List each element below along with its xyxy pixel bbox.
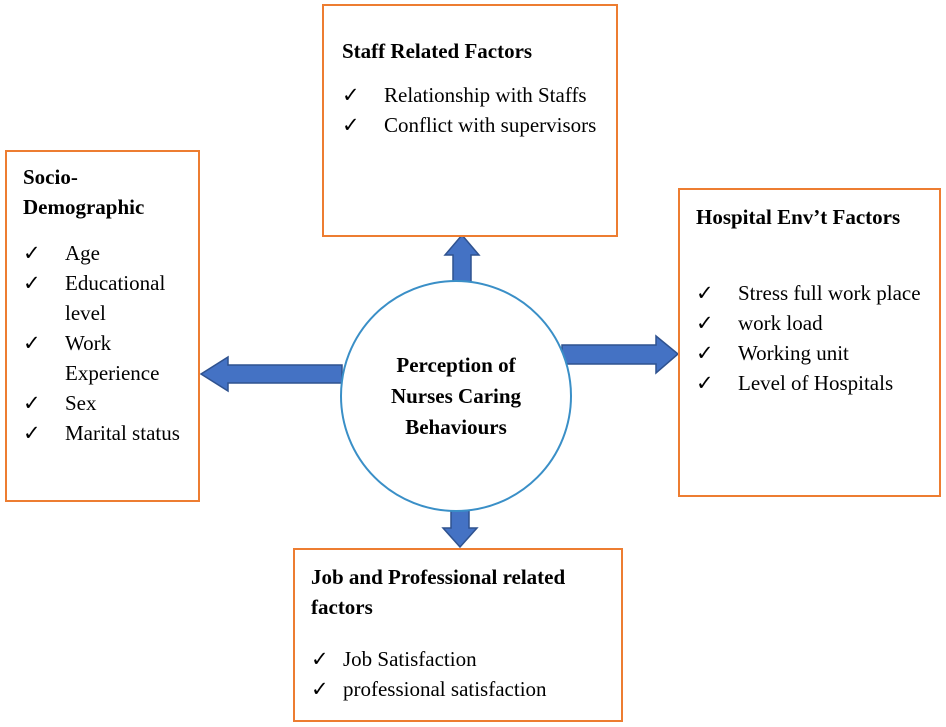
check-mark-icon: ✓ [696,281,714,305]
hospital-environment-factors-box: Hospital Env’t Factors ✓Stress full work… [678,188,941,497]
job-box-title: Job and Professional related factors [311,565,566,619]
check-mark-icon: ✓ [23,331,41,355]
staff-related-factors-box: Staff Related Factors ✓Relationship with… [322,4,618,237]
list-item: ✓Level of Hospitals [696,368,936,398]
list-item: ✓Relationship with Staffs [342,80,612,110]
list-item: ✓work load [696,308,936,338]
list-item: ✓Sex [23,388,193,418]
hospital-box-title: Hospital Env’t Factors [696,205,901,229]
list-item: ✓Work Experience [23,328,193,388]
socio-demographic-box: Socio-Demographic ✓Age ✓Educational leve… [5,150,200,502]
list-item: ✓Age [23,238,193,268]
job-factor-list: ✓Job Satisfaction ✓professional satisfac… [311,644,621,704]
list-item: ✓Job Satisfaction [311,644,621,674]
check-mark-icon: ✓ [696,371,714,395]
check-mark-icon: ✓ [311,647,329,671]
central-concept-circle: Perception of Nurses Caring Behaviours [340,280,572,512]
arrow-down [441,509,479,549]
arrow-right [561,334,680,375]
list-item: ✓Working unit [696,338,936,368]
job-professional-factors-box: Job and Professional related factors ✓Jo… [293,548,623,722]
check-mark-icon: ✓ [342,113,360,137]
check-mark-icon: ✓ [696,311,714,335]
central-concept-label: Perception of Nurses Caring Behaviours [390,352,522,439]
socio-box-title: Socio-Demographic [23,165,145,219]
staff-factor-list: ✓Relationship with Staffs ✓Conflict with… [342,80,612,140]
hospital-factor-list: ✓Stress full work place ✓work load ✓Work… [696,278,936,398]
check-mark-icon: ✓ [696,341,714,365]
socio-factor-list: ✓Age ✓Educational level ✓Work Experience… [23,238,193,448]
staff-box-title: Staff Related Factors [342,39,533,63]
list-item: ✓Conflict with supervisors [342,110,612,140]
list-item: ✓Educational level [23,268,193,328]
check-mark-icon: ✓ [342,83,360,107]
check-mark-icon: ✓ [23,241,41,265]
check-mark-icon: ✓ [23,421,41,445]
arrow-left [199,355,343,393]
check-mark-icon: ✓ [23,391,41,415]
list-item: ✓Stress full work place [696,278,936,308]
check-mark-icon: ✓ [23,271,41,295]
arrow-up [443,233,481,283]
list-item: ✓Marital status [23,418,193,448]
list-item: ✓professional satisfaction [311,674,621,704]
check-mark-icon: ✓ [311,677,329,701]
